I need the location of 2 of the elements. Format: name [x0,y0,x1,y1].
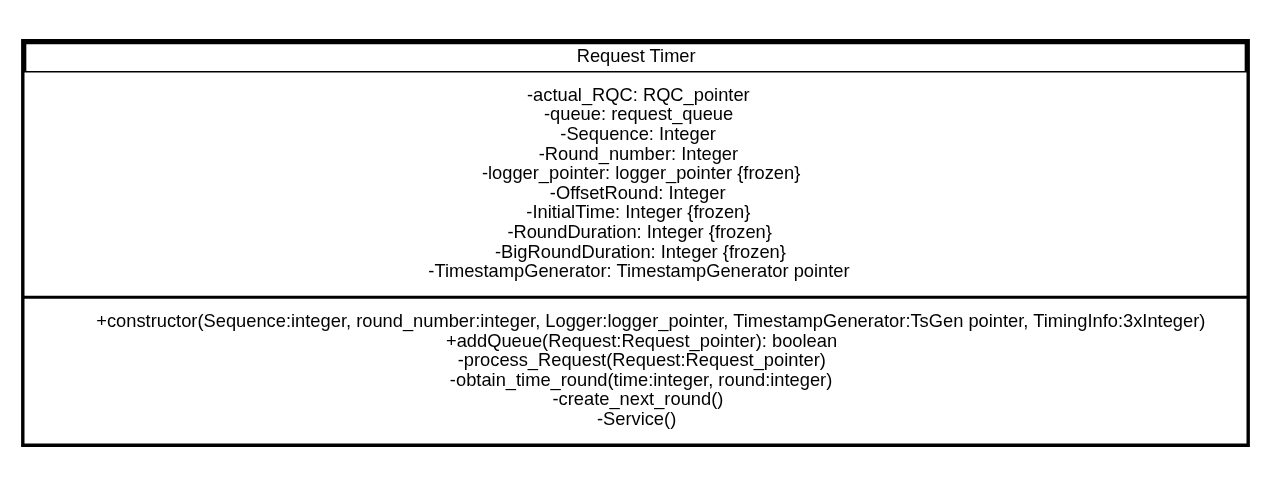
node-box: +constructor(Sequence:integer, round_number:integer, Logger:logger_pointer, TimestampGenerator:TsGen pointer, TimingInfo:3xInteger) +addQueue(Request:Request_pointer): boolean -process_Request(Request:Request_pointer) -obtain_time_round(time:integer, round:integer) -create_next_round() -Service() [22,297,1249,446]
node-box: -actual_RQC: RQC_pointer -queue: request_queue -Sequence: Integer -Round_number: Integer -logger_pointer: logger_pointer {frozen} -OffsetRound: Integer -InitialTime: Integer {frozen} -RoundDuration: Integer {frozen} -BigRoundDuration: Integer {frozen} -TimestampGenerator: TimestampGenerator pointer [22,70,1249,298]
